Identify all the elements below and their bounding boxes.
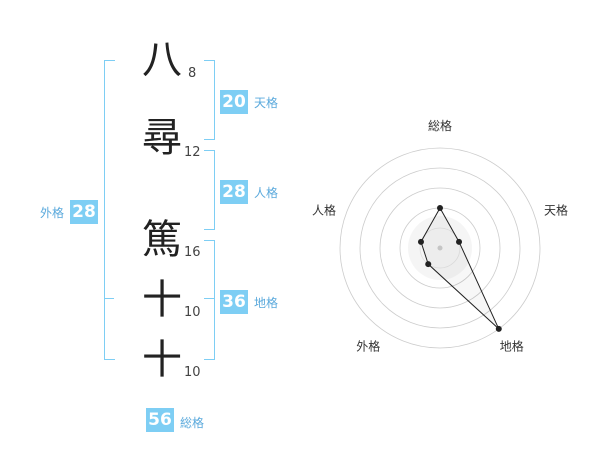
name-char-4: 十 [142, 277, 182, 323]
radar-point-4 [425, 261, 432, 268]
radar-point-5 [417, 238, 424, 245]
stroke-count-5: 10 [184, 365, 201, 380]
radar-axis-label-3: 地格 [500, 339, 524, 354]
gaikaku-bracket [104, 60, 115, 360]
radar-ring [339, 147, 541, 349]
gaikaku-bracket-tick [104, 298, 114, 299]
soukaku-value-badge: 56 [146, 408, 174, 432]
radar-axis-label-4: 外格 [356, 339, 380, 354]
tenkaku-value-badge: 20 [220, 90, 248, 114]
gaikaku-label: 外格 [40, 206, 65, 220]
name-char-5: 十 [142, 337, 182, 383]
radar-point-2 [456, 238, 463, 245]
radar-point-3 [495, 325, 502, 332]
stroke-count-4: 10 [184, 305, 201, 320]
jinkaku-value-badge: 28 [220, 180, 248, 204]
jinkaku-bracket [204, 150, 215, 230]
stroke-count-3: 16 [184, 245, 201, 260]
tenkaku-label: 天格 [254, 96, 279, 110]
radar-axis-label-5: 人格 [312, 202, 336, 217]
gaikaku-value-badge: 28 [70, 200, 98, 224]
jinkaku-label: 人格 [254, 186, 279, 200]
stroke-count-2: 12 [184, 145, 201, 160]
radar-point-1 [437, 205, 443, 211]
chikaku-label: 地格 [254, 296, 279, 310]
name-char-1: 八 [142, 37, 182, 83]
chikaku-bracket [204, 240, 215, 360]
radar-series-shape [420, 206, 500, 330]
radar-axis-label-1: 総格 [428, 118, 452, 133]
radar-axis-label-2: 天格 [544, 202, 568, 217]
radar-center-dot [437, 245, 443, 251]
chikaku-bracket-tick [204, 298, 214, 299]
name-char-3: 篤 [142, 217, 182, 263]
stroke-count-1: 8 [188, 66, 197, 81]
tenkaku-bracket [204, 60, 215, 140]
chikaku-value-badge: 36 [220, 290, 248, 314]
radar-ring [359, 167, 521, 329]
radar-ring [379, 187, 501, 309]
name-char-2: 尋 [142, 115, 182, 161]
soukaku-label: 総格 [180, 416, 205, 430]
